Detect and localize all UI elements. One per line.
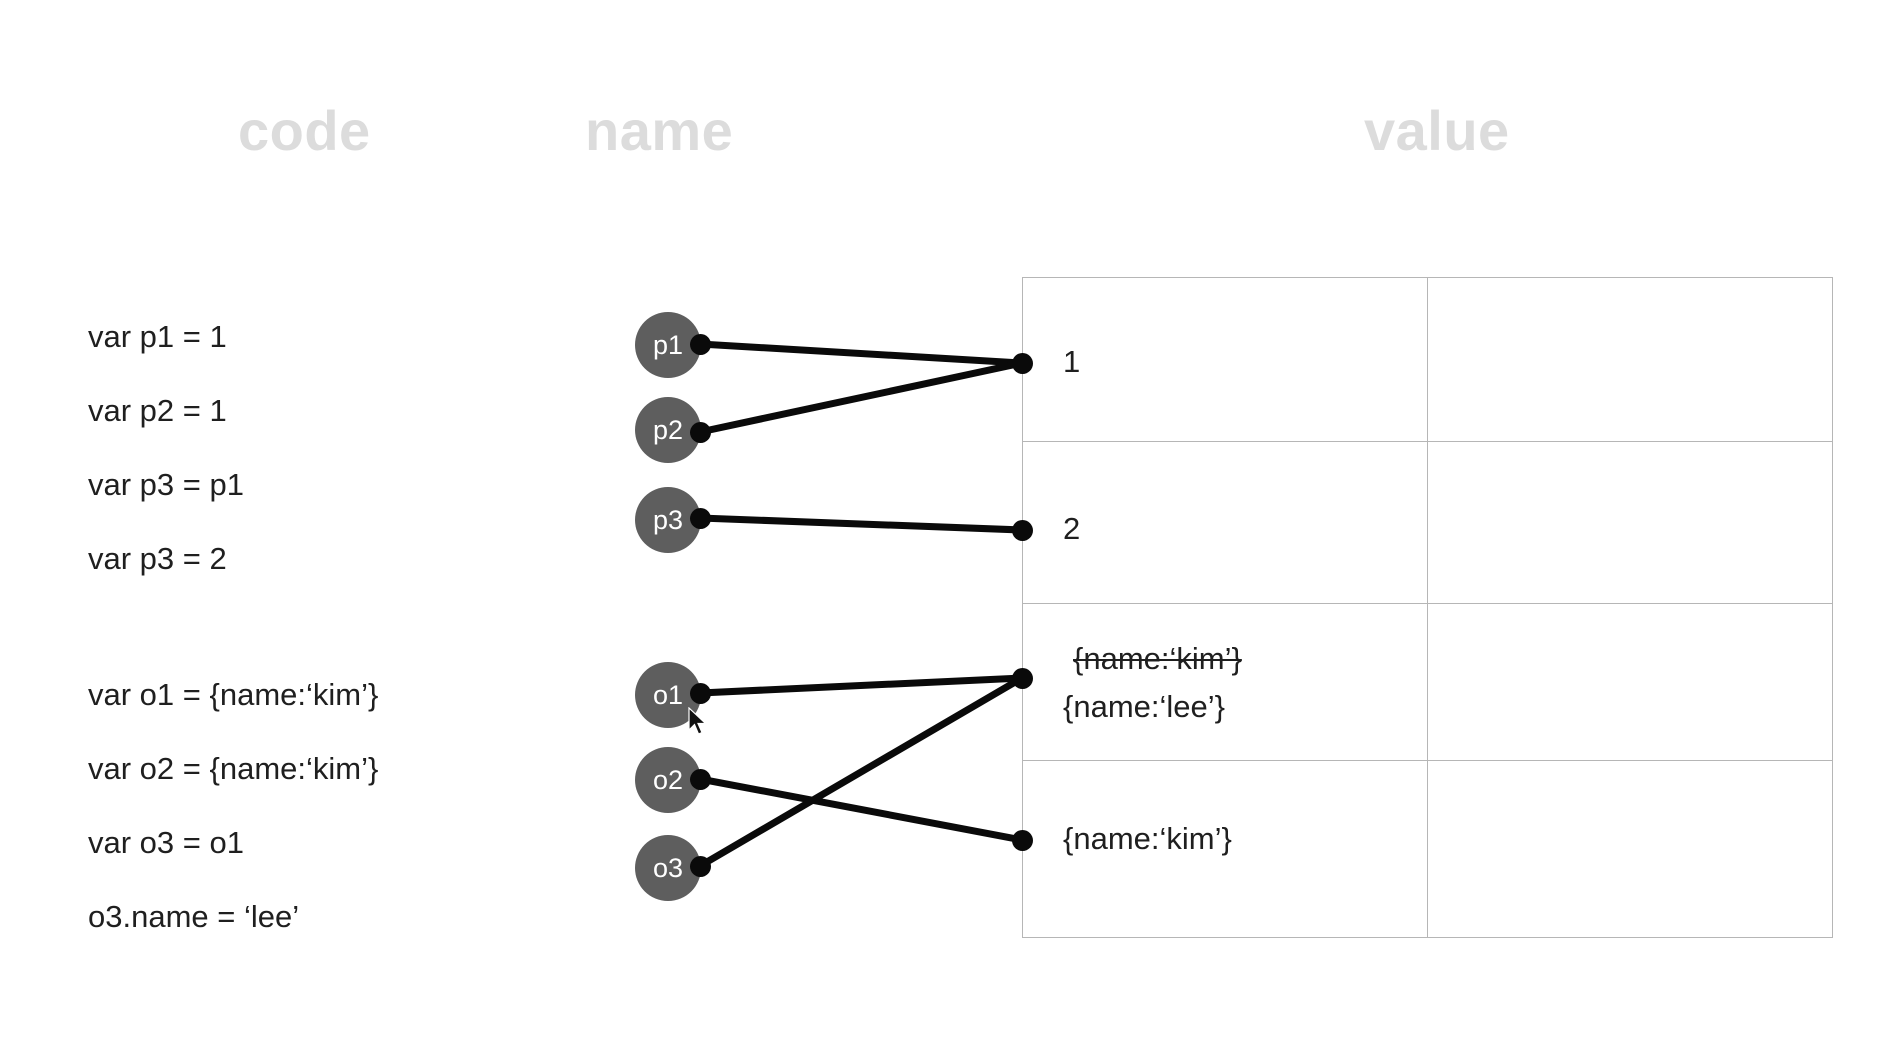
- column-heading-value: value: [1364, 99, 1510, 162]
- code-line: var p2 = 1: [88, 393, 227, 428]
- table-row: {name:‘kim’}: [1023, 761, 1832, 939]
- table-cell-text: {name:‘kim’}: [1063, 821, 1232, 856]
- edge-o3-to-value-row-3: [696, 674, 1026, 870]
- name-node-label: p3: [652, 504, 684, 535]
- anchor-dot-p3: [689, 507, 711, 529]
- anchor-dot-o3: [689, 855, 711, 877]
- value-table: 1 2 {name:‘kim’} {name:‘lee’} {name:‘kim’}: [1022, 277, 1833, 938]
- code-group-primitives: var p1 = 1 var p2 = 1 var p3 = p1 var p3…: [88, 300, 508, 596]
- name-node-label: o2: [652, 764, 684, 795]
- column-heading-code: code: [238, 99, 371, 162]
- value-anchor-dot-row-3: [1011, 667, 1033, 689]
- edge-p2-to-value-row-1: [696, 359, 1026, 436]
- name-node-label: p2: [652, 414, 684, 445]
- value-anchor-dot-row-2: [1011, 519, 1033, 541]
- anchor-dot-p2: [689, 421, 711, 443]
- code-line: var p1 = 1: [88, 319, 227, 354]
- code-line: var o3 = o1: [88, 825, 244, 860]
- table-cell-text: 1: [1063, 344, 1081, 379]
- code-line: var o2 = {name:‘kim’}: [88, 751, 379, 786]
- name-node-label: p1: [652, 329, 684, 360]
- anchor-dot-o1: [689, 682, 711, 704]
- table-column-divider: [1427, 278, 1428, 937]
- code-line: o3.name = ‘lee’: [88, 899, 300, 934]
- table-cell-text: {name:‘lee’}: [1063, 689, 1226, 724]
- code-group-objects: var o1 = {name:‘kim’} var o2 = {name:‘ki…: [88, 658, 508, 954]
- table-cell-text: {name:‘kim’}: [1073, 641, 1242, 676]
- code-line: var p3 = p1: [88, 467, 244, 502]
- edge-o2-to-value-row-4: [696, 775, 1026, 844]
- edge-p1-to-value-row-1: [696, 340, 1026, 367]
- name-node-label: o1: [652, 679, 684, 710]
- name-node-label: o3: [652, 852, 684, 883]
- code-line: var p3 = 2: [88, 541, 227, 576]
- edge-o1-to-value-row-3: [696, 674, 1026, 697]
- code-line: var o1 = {name:‘kim’}: [88, 677, 379, 712]
- anchor-dot-p1: [689, 333, 711, 355]
- column-heading-name: name: [585, 99, 734, 162]
- code-column: var p1 = 1 var p2 = 1 var p3 = p1 var p3…: [88, 300, 508, 954]
- edge-p3-to-value-row-2: [696, 514, 1026, 534]
- table-cell-text: 2: [1063, 511, 1081, 546]
- value-anchor-dot-row-1: [1011, 352, 1033, 374]
- value-anchor-dot-row-4: [1011, 829, 1033, 851]
- mouse-pointer-icon: [688, 707, 708, 735]
- anchor-dot-o2: [689, 768, 711, 790]
